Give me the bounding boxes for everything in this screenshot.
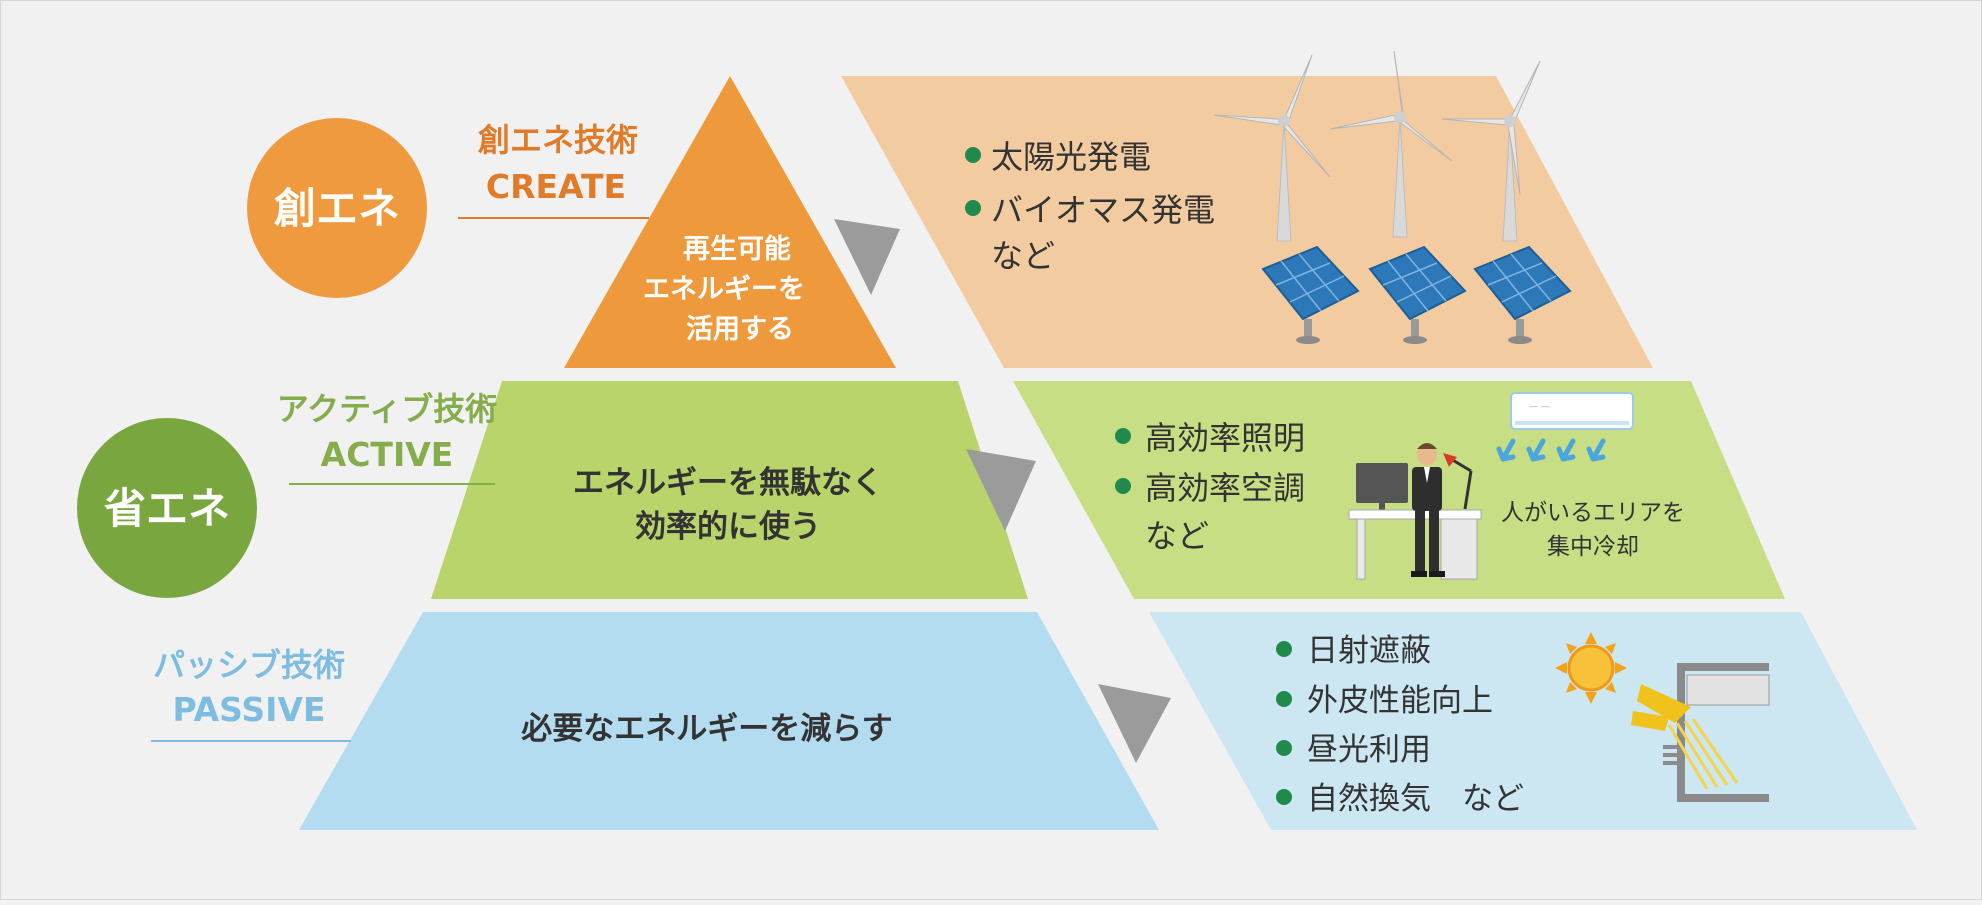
active-tier-line-2: 効率的に使う: [635, 509, 821, 545]
active-note-line-1: 人がいるエリアを: [1501, 500, 1685, 526]
passive-item: 日射遮蔽: [1307, 633, 1431, 669]
create-label-jp: 創エネ技術: [478, 121, 638, 159]
cool-air-arrows-icon: [1496, 438, 1606, 462]
active-label-jp: アクティブ技術: [277, 390, 497, 428]
create-suffix: など: [991, 237, 1055, 275]
save-circle-label: 省エネ: [104, 484, 230, 533]
create-bullet: [965, 147, 981, 163]
passive-bullet: [1276, 789, 1292, 805]
wind-turbine-icon: [1329, 50, 1453, 238]
create-arrow: [834, 219, 900, 295]
active-item: 高効率照明: [1145, 419, 1305, 457]
solar-panel-icon: [1261, 245, 1360, 344]
create-tier-line-3: 活用する: [686, 314, 794, 345]
solar-panel-icon: [1368, 245, 1467, 344]
wind-turbine-icon: [1213, 54, 1331, 242]
create-bullet: [965, 200, 981, 216]
active-label-en: ACTIVE: [321, 435, 454, 474]
create-item: バイオマス発電: [991, 191, 1215, 229]
sun-icon: [1555, 632, 1627, 704]
create-circle-label: 創エネ: [274, 184, 400, 233]
passive-bullet: [1276, 691, 1292, 707]
passive-arrow: [1098, 684, 1171, 763]
active-item: 高効率空調: [1145, 469, 1305, 507]
active-bullet: [1115, 428, 1131, 444]
air-conditioner-icon: — —: [1510, 392, 1634, 430]
active-suffix: など: [1145, 517, 1209, 555]
wind-turbine-icon: [1441, 60, 1541, 242]
passive-tier-line-1: 必要なエネルギーを減らす: [521, 711, 892, 747]
svg-text:— —: — —: [1529, 402, 1550, 412]
create-tier-line-1: 再生可能: [683, 233, 791, 265]
passive-item: 外皮性能向上: [1307, 683, 1493, 719]
create-circle: [247, 118, 427, 298]
create-label-en: CREATE: [486, 167, 626, 206]
solar-panel-icon: [1473, 245, 1572, 344]
window-louver-icon: [1631, 663, 1770, 802]
active-bullet: [1115, 478, 1131, 494]
save-circle: [77, 418, 257, 598]
passive-label-jp: パッシブ技術: [153, 646, 345, 684]
passive-bullet: [1276, 641, 1292, 657]
passive-item: 昼光利用: [1307, 732, 1431, 768]
active-arrow: [966, 449, 1036, 531]
passive-bullet: [1276, 740, 1292, 756]
create-tier-line-2: エネルギーを: [643, 274, 805, 305]
office-worker-icon: [1348, 443, 1482, 580]
passive-tier: [299, 612, 1159, 830]
passive-item: 自然換気 など: [1307, 781, 1524, 817]
create-item: 太陽光発電: [991, 138, 1151, 176]
active-note-line-2: 集中冷却: [1547, 534, 1639, 560]
create-tier: [564, 76, 896, 368]
active-tier-line-1: エネルギーを無駄なく: [573, 465, 883, 501]
passive-label-en: PASSIVE: [172, 690, 325, 729]
passive-panel: [1149, 612, 1917, 830]
active-tier: [431, 381, 1028, 599]
